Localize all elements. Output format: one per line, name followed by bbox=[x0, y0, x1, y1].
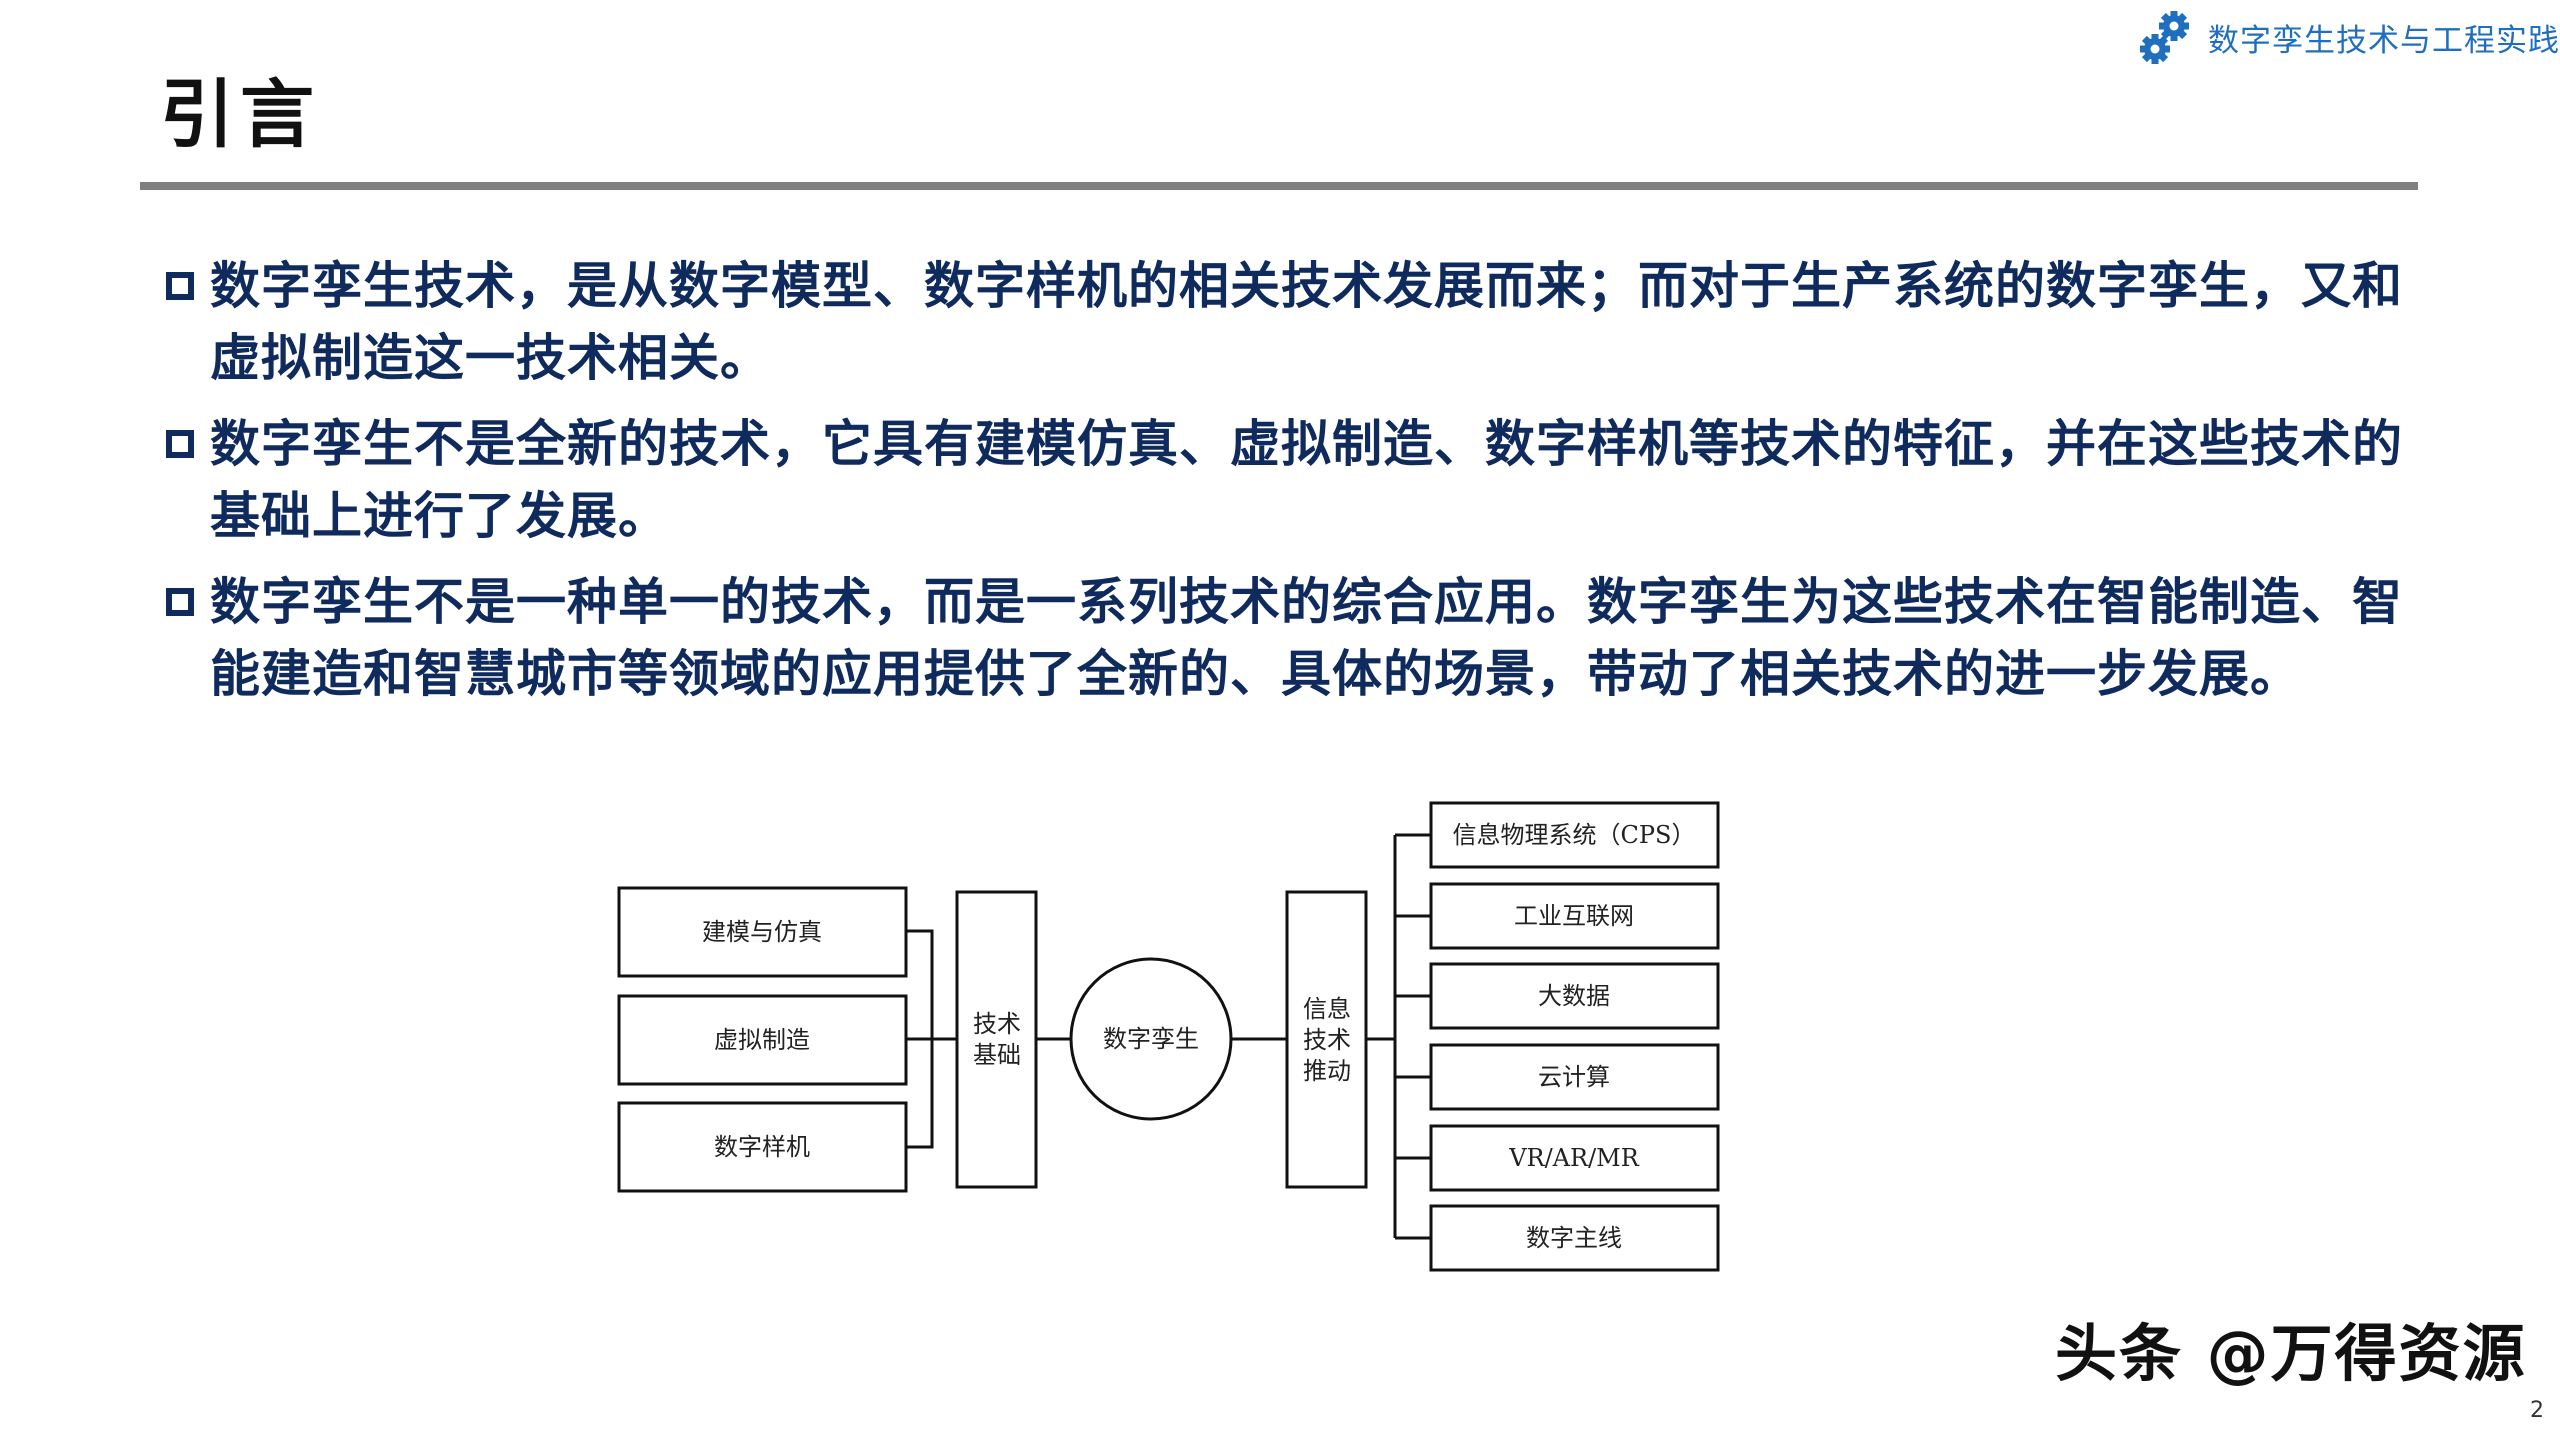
bullet-item: 数字孪生不是一种单一的技术，而是一系列技术的综合应用。数字孪生为这些技术在智能制… bbox=[162, 566, 2422, 710]
right-box bbox=[1429, 1204, 1720, 1272]
page-number: 2 bbox=[2530, 1398, 2544, 1423]
info-drive-label: 技术 bbox=[1303, 1026, 1351, 1054]
bullet-text: 数字孪生不是一种单一的技术，而是一系列技术的综合应用。数字孪生为这些技术在智能制… bbox=[210, 573, 2403, 703]
info-drive-label: 推动 bbox=[1303, 1057, 1351, 1085]
left-item-label: 数字样机 bbox=[714, 1133, 810, 1161]
right-box bbox=[1429, 962, 1720, 1030]
gears-icon bbox=[2140, 11, 2189, 64]
watermark: 头条 @万得资源 bbox=[2055, 1317, 2527, 1390]
right-box bbox=[1429, 882, 1720, 950]
right-box bbox=[1429, 1043, 1720, 1111]
right-box bbox=[1429, 1124, 1720, 1192]
page-title: 引言 bbox=[160, 72, 320, 158]
left-item-label: 建模与仿真 bbox=[702, 918, 822, 946]
right-item-label: 信息物理系统（CPS） bbox=[1453, 821, 1696, 849]
right-item-label: 大数据 bbox=[1538, 982, 1610, 1010]
square-bullet-icon bbox=[162, 250, 210, 394]
tech-base-box bbox=[955, 890, 1038, 1189]
square-bullet-icon bbox=[162, 566, 210, 710]
title-divider bbox=[140, 182, 2418, 190]
bullet-item: 数字孪生不是全新的技术，它具有建模仿真、虚拟制造、数字样机等技术的特征，并在这些… bbox=[162, 408, 2422, 552]
left-item-label: 虚拟制造 bbox=[714, 1026, 810, 1054]
square-bullet-icon bbox=[162, 408, 210, 552]
bullet-text: 数字孪生不是全新的技术，它具有建模仿真、虚拟制造、数字样机等技术的特征，并在这些… bbox=[210, 415, 2403, 545]
info-drive-label: 信息 bbox=[1303, 995, 1351, 1023]
bullet-item: 数字孪生技术，是从数字模型、数字样机的相关技术发展而来；而对于生产系统的数字孪生… bbox=[162, 250, 2422, 394]
center-label: 数字孪生 bbox=[1103, 1025, 1199, 1053]
brand-header: 数字孪生技术与工程实践 bbox=[2138, 6, 2560, 68]
right-box bbox=[1429, 801, 1720, 869]
right-item-label: VR/AR/MR bbox=[1508, 1144, 1640, 1172]
bullet-list: 数字孪生技术，是从数字模型、数字样机的相关技术发展而来；而对于生产系统的数字孪生… bbox=[162, 250, 2422, 724]
tech-base-label: 技术 bbox=[973, 1010, 1021, 1038]
right-item-label: 数字主线 bbox=[1526, 1224, 1622, 1252]
brand-text: 数字孪生技术与工程实践 bbox=[2208, 22, 2560, 59]
right-item-label: 工业互联网 bbox=[1514, 902, 1634, 930]
bullet-text: 数字孪生技术，是从数字模型、数字样机的相关技术发展而来；而对于生产系统的数字孪生… bbox=[210, 257, 2403, 387]
right-item-label: 云计算 bbox=[1538, 1063, 1610, 1091]
tech-base-label: 基础 bbox=[973, 1041, 1021, 1069]
